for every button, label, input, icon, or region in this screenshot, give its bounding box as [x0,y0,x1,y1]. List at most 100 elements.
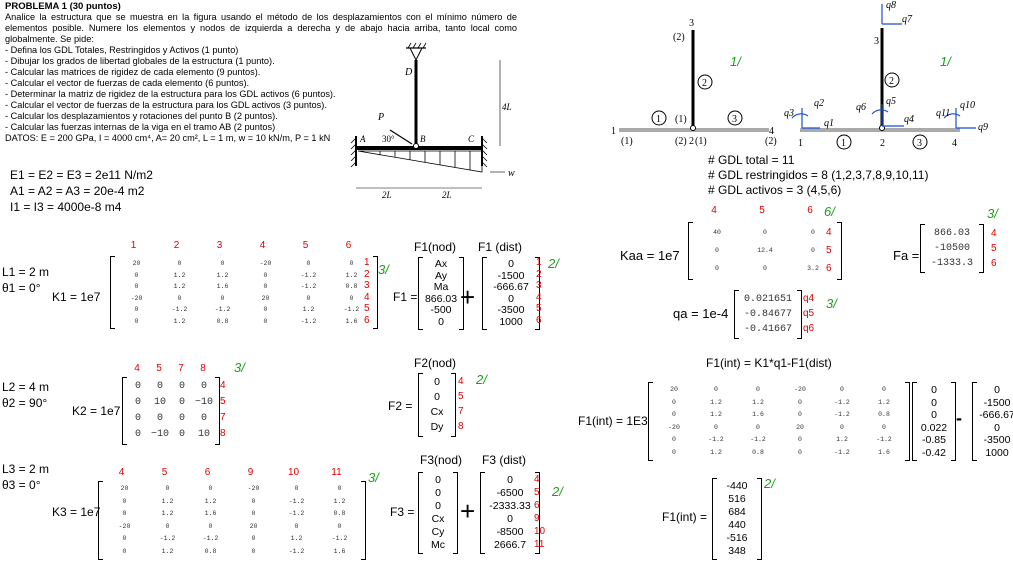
elem1-f-row-index: 5 [536,303,542,314]
kaa-matrix-cell: 3.2 [807,265,819,272]
elem3-fdist-cell: -8500 [496,526,524,538]
label-b: B [420,134,426,144]
elem1-f-row-index: 1 [536,257,542,268]
fint-result-label: F1(int) = [662,510,708,524]
fa-row-index: 4 [991,228,997,239]
problem-title: PROBLEMA 1 (30 puntos) [5,1,121,12]
kaa-col-index: 6 [807,205,813,216]
elem1-k-matrix-cell: -1.2 [343,306,360,313]
elem1-k-matrix-cell: 0 [349,294,354,302]
qa-mark: 3/ [826,296,837,311]
elem1-f-row-index: 6 [536,314,542,326]
fint-minus: - [956,408,962,428]
problem-item-5: - Determinar la matriz de rigidez de la … [5,89,336,99]
fint-k-matrix-cell: 1.6 [878,448,890,456]
fint-q1-vector-cell: -0.85 [922,434,946,446]
local-node2-local-b: (1) [695,136,707,147]
fint-q1-vector-cell: -0.42 [922,446,946,459]
label-span1: 2L [382,190,392,200]
problem-item-2: - Dibujar los grados de libertad globale… [5,56,275,66]
elem3-k-matrix-cell: 0 [165,522,170,530]
elem1-f-row-index: 4 [536,291,542,303]
fa-row-index: 5 [991,243,997,254]
fint-dist-vector-cell: -666.67 [979,409,1013,421]
elem3-k-matrix-cell: 20 [249,522,258,530]
elem3-k-matrix-cell: -1.2 [331,535,348,542]
kaa-matrix-cell: 0 [715,265,719,272]
prop-i: I1 = I3 = 4000e-8 m4 [10,200,122,214]
global-node2: 2 [880,138,885,149]
elem2-fnod-cell: Cx [430,406,444,418]
elem3-fdist-cell: -2333.33 [489,500,531,512]
fint-k-matrix-cell: 0 [714,423,718,431]
elem3-fdist-cell: 0 [507,513,513,525]
global-q7: q7 [902,14,913,25]
global-elem3: 3 [917,138,922,149]
fint-result-vector-cell: -516 [726,532,748,544]
elem3-k-matrix-cell: 1.2 [161,510,174,517]
local-node4-local: (2) [765,136,777,147]
elem3-length: L3 = 2 m [2,462,50,476]
kaa-row-index: 5 [826,245,832,256]
global-q8: q8 [886,0,896,11]
elem1-k-matrix-cell: 1.6 [216,283,229,290]
fint-k-matrix-cell: 0 [798,436,802,443]
elem1-k-matrix-cell: 0 [263,317,268,325]
kaa-matrix-cell: 12.4 [757,247,773,254]
elem2-fnod-cell: Dy [430,421,444,433]
fint-q1-vector-cell: 0 [931,384,937,396]
fint-label: F1(int) = 1E3 [578,414,648,428]
elem1-fnod-cell: 0 [438,315,444,328]
elem1-k-matrix-cell: 1.2 [216,271,229,279]
elem2-k-matrix-cell: 0 [134,397,141,408]
elem2-col-index: 5 [156,363,162,374]
elem1-k-matrix-cell: 1.2 [173,271,186,279]
label-p: P [377,112,384,123]
fint-k-matrix-cell: 0 [798,398,802,406]
elem1-k-matrix-cell: -1.2 [171,306,188,313]
elem3-k-matrix-cell: 0 [122,497,127,505]
elem3-k-matrix-cell: 0.8 [333,510,346,517]
elem2-col-index: 8 [200,363,206,374]
fint-dist-vector-cell: -1500 [983,396,1011,409]
elem3-col-index: 5 [161,467,168,478]
elem3-f-label: F3 = [390,505,415,519]
elem3-k-matrix-cell: 0 [122,547,127,555]
elem2-fnod-title: F2(nod) [414,356,457,370]
elem1-row-index: 5 [364,303,370,314]
global-q2: q2 [814,98,824,109]
qa-vector-cell: -0.84677 [743,309,792,320]
fa-vector: 866.03-10500-1333.3 [920,224,984,273]
fint-mark: 2/ [764,476,775,491]
elem3-k-matrix-cell: 0 [251,547,256,555]
fint-q1-vector-cell: 0.022 [920,421,948,434]
local-node3: 3 [689,18,694,29]
qa-vector-cell: 0.021651 [743,294,792,305]
elem2-k-matrix-cell: 10 [153,397,166,408]
elem3-fnod-title: F3(nod) [420,453,463,467]
fint-k-matrix-cell: 1.2 [710,411,722,418]
elem2-k-matrix-cell: −10 [194,397,213,408]
fint-k-matrix-cell: -1.2 [750,436,766,443]
local-node3-local: (2) [673,32,685,43]
elem1-k-matrix-cell: 1.2 [302,306,315,313]
kaa-matrix-cell: 0 [715,247,719,254]
fint-k-matrix-cell: 0 [672,398,676,406]
elem3-k-matrix-cell: 0 [208,522,213,530]
elem1-col-index: 1 [130,240,137,251]
fint-k-matrix-cell: 0 [840,386,844,393]
fint-k-matrix-cell: 20 [670,386,678,393]
qa-row-index: q6 [803,323,815,334]
label-angle: 30° [382,134,395,144]
elem1-col-index: 4 [259,240,266,251]
elem2-f-row-index: 5 [458,391,464,402]
kaa-matrix-cell: 0 [811,247,815,254]
problem-item-7: - Calcular los desplazamientos y rotacio… [5,111,278,121]
fint-k-matrix-cell: -20 [794,386,806,393]
elem3-k-matrix-cell: 1.2 [204,497,217,505]
local-model-mark: 1/ [730,54,741,69]
local-elem2: 2 [702,78,707,89]
fint-k-matrix-cell: 0 [672,436,676,443]
